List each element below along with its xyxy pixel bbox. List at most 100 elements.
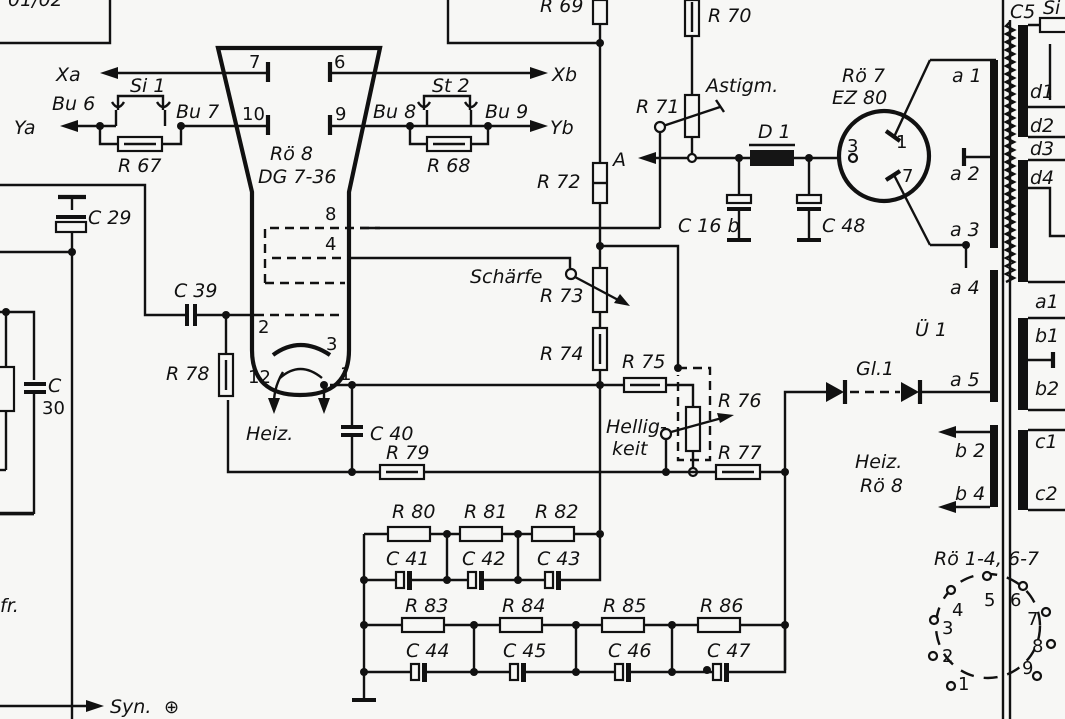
tap-b1: b1 [1035, 325, 1059, 347]
connector-bu8: Bu 8 [373, 101, 416, 123]
label-c41: C 41 [386, 548, 429, 570]
socket-pin-6: 6 [1010, 590, 1021, 611]
astigm-network [360, 0, 750, 230]
label-c44: C 44 [406, 640, 449, 662]
tap-b2-right: b2 [1035, 378, 1059, 400]
socket-pin-4: 4 [952, 600, 963, 621]
main-bus [591, 0, 609, 530]
label-heiz-tube-ro8: Rö 8 [860, 475, 903, 497]
top-box-wire [446, 0, 598, 45]
label-si-partial: Si [1043, 0, 1061, 19]
socket-pin-7: 7 [1027, 609, 1038, 630]
label-c30-c: C [48, 375, 62, 397]
transformer-u1 [990, 0, 1065, 719]
tap-a1: a 1 [952, 65, 982, 87]
tube-socket-diagram [927, 570, 1057, 692]
rectifier-tube [836, 58, 998, 268]
focus-control [352, 244, 682, 372]
label-gl1: Gl.1 [856, 358, 894, 380]
deflection-wiring [60, 67, 548, 153]
socket-pin-8: 8 [1032, 636, 1043, 657]
crt-tube [215, 45, 383, 398]
label-heiz-tube: Heiz. [855, 451, 902, 473]
heater-arrows [268, 371, 330, 414]
label-r81: R 81 [464, 501, 507, 523]
label-c39: C 39 [174, 280, 217, 302]
signal-xb: Xb [551, 64, 577, 86]
tap-a1-right: a1 [1035, 291, 1059, 313]
connector-si1: Si 1 [130, 75, 165, 97]
tap-a4: a 4 [950, 277, 980, 299]
tap-c1: c1 [1035, 431, 1058, 453]
label-heiz: Heiz. [246, 423, 293, 445]
label-r68: R 68 [427, 155, 470, 177]
grid-bias-line [226, 385, 785, 481]
connector-st2: St 2 [432, 75, 470, 97]
label-r78: R 78 [166, 363, 209, 385]
label-r77: R 77 [718, 442, 761, 464]
crt-pin-1: 1 [340, 364, 351, 385]
label-r84: R 84 [502, 595, 545, 617]
crt-pin-4: 4 [325, 234, 336, 255]
label-c16b: C 16 b [678, 215, 740, 237]
crt-pin-10: 10 [242, 104, 265, 125]
label-c48: C 48 [822, 215, 865, 237]
tap-a3: a 3 [950, 219, 980, 241]
label-r86: R 86 [700, 595, 743, 617]
crt-pin-2: 2 [258, 317, 269, 338]
top-left-partial-label: 01/02 [8, 0, 63, 11]
crt-type: DG 7-36 [258, 166, 337, 188]
label-r71: R 71 [636, 96, 679, 118]
label-r85: R 85 [603, 595, 646, 617]
signal-a: A [611, 149, 626, 171]
label-keit: keit [612, 438, 649, 460]
sync-circuit [0, 194, 104, 719]
rectifier-pin-1: 1 [896, 132, 907, 153]
socket-pin-1: 1 [958, 674, 969, 695]
label-syn: Syn. [110, 696, 151, 718]
rectifier-name: Rö 7 [842, 65, 885, 87]
signal-ya: Ya [14, 117, 36, 139]
socket-pin-3: 3 [942, 618, 953, 639]
label-c46: C 46 [608, 640, 651, 662]
hv-filter [725, 143, 838, 242]
crt-pin-6: 6 [334, 52, 345, 73]
rectifier-pin-3: 3 [847, 136, 858, 157]
rectifier-pin-7: 7 [902, 166, 913, 187]
tap-b4: b 4 [955, 483, 985, 505]
label-c43: C 43 [537, 548, 580, 570]
label-u1: Ü 1 [915, 318, 947, 341]
brightness-control [320, 366, 734, 478]
socket-pin-5: 5 [984, 590, 995, 611]
connector-bu7: Bu 7 [176, 101, 219, 123]
label-r74: R 74 [540, 343, 583, 365]
diodes-gl1 [781, 380, 990, 670]
label-r70: R 70 [708, 5, 751, 27]
socket-title: Rö 1-4, 6-7 [934, 548, 1039, 570]
socket-pin-9: 9 [1022, 658, 1033, 679]
connector-bu9: Bu 9 [485, 101, 528, 123]
label-r73: R 73 [540, 285, 583, 307]
label-r80: R 80 [392, 501, 435, 523]
label-r69: R 69 [540, 0, 583, 17]
rc-ladder [352, 525, 789, 702]
tap-d3: d3 [1030, 138, 1054, 160]
label-c45: C 45 [503, 640, 546, 662]
label-schaerfe: Schärfe [470, 266, 542, 288]
tap-b2: b 2 [955, 440, 985, 462]
socket-pin-2: 2 [942, 646, 953, 667]
label-fr: fr. [0, 595, 19, 617]
label-astigm: Astigm. [704, 75, 778, 97]
label-r67: R 67 [118, 155, 161, 177]
label-r79: R 79 [386, 442, 429, 464]
label-r83: R 83 [405, 595, 448, 617]
crt-pin-7: 7 [249, 52, 260, 73]
syn-plus-icon: ⊕ [164, 697, 179, 718]
tap-c2: c2 [1035, 483, 1058, 505]
label-r72: R 72 [537, 171, 580, 193]
grid-coupling [0, 183, 255, 398]
tap-d2: d2 [1030, 115, 1054, 137]
crt-name: Rö 8 [270, 143, 313, 165]
